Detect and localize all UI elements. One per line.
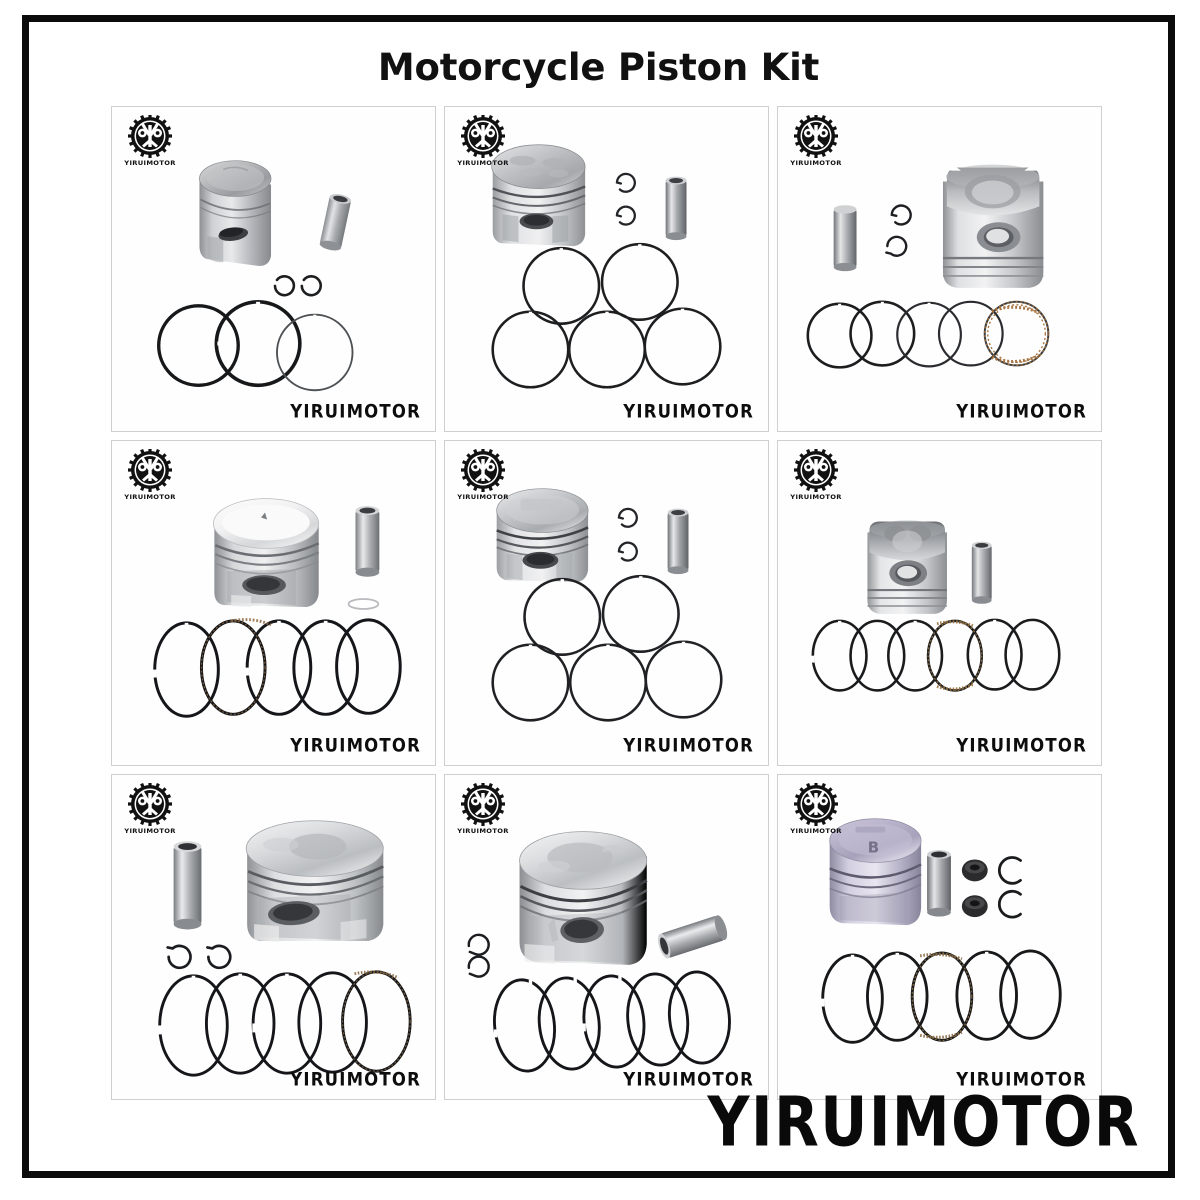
cell-logo-3: YIRUIMOTOR bbox=[788, 115, 852, 177]
cell-logo-6: YIRUIMOTOR bbox=[788, 449, 852, 511]
cell-logo-text-5: YIRUIMOTOR bbox=[457, 493, 509, 501]
product-cell-5[interactable]: YIRUIMOTOR YIRUIMOTOR bbox=[444, 440, 769, 766]
cell-logo-1: YIRUIMOTOR bbox=[122, 115, 186, 177]
cell-watermark-6: YIRUIMOTOR bbox=[956, 734, 1087, 757]
cell-logo-9: YIRUIMOTOR bbox=[788, 783, 852, 845]
cell-logo-8: YIRUIMOTOR bbox=[455, 783, 519, 845]
product-photo-7 bbox=[112, 775, 435, 1099]
yiruimotor-gear-icon bbox=[794, 115, 838, 158]
product-photo-8 bbox=[445, 775, 768, 1099]
product-image-grid: YIRUIMOTOR YIRUIMOTOR bbox=[111, 106, 1106, 1100]
cell-watermark-7: YIRUIMOTOR bbox=[290, 1068, 421, 1091]
cell-logo-5: YIRUIMOTOR bbox=[455, 449, 519, 511]
yiruimotor-gear-icon bbox=[128, 783, 172, 826]
cell-watermark-2: YIRUIMOTOR bbox=[623, 400, 754, 423]
cell-logo-7: YIRUIMOTOR bbox=[122, 783, 186, 845]
piston-kit-illustration-6 bbox=[811, 520, 1061, 692]
product-cell-1[interactable]: YIRUIMOTOR YIRUIMOTOR bbox=[111, 106, 436, 432]
cell-watermark-9: YIRUIMOTOR bbox=[956, 1068, 1087, 1091]
product-cell-6[interactable]: YIRUIMOTOR YIRUIMOTOR bbox=[777, 440, 1102, 766]
cell-logo-4: YIRUIMOTOR bbox=[122, 449, 186, 511]
product-photo-4 bbox=[112, 441, 435, 765]
cell-watermark-4: YIRUIMOTOR bbox=[290, 734, 421, 757]
cell-logo-text-1: YIRUIMOTOR bbox=[124, 159, 176, 167]
product-photo-9: B bbox=[778, 775, 1101, 1099]
catalog-page: Motorcycle Piston Kit bbox=[22, 15, 1175, 1178]
product-cell-2[interactable]: YIRUIMOTOR YIRUIMOTOR bbox=[444, 106, 769, 432]
piston-kit-illustration-1 bbox=[157, 160, 354, 392]
cell-logo-text-4: YIRUIMOTOR bbox=[124, 493, 176, 501]
product-photo-1 bbox=[112, 107, 435, 431]
piston-kit-illustration-7 bbox=[157, 820, 412, 1077]
piston-kit-illustration-3 bbox=[806, 164, 1050, 369]
yiruimotor-gear-icon bbox=[461, 449, 505, 492]
cell-logo-text-9: YIRUIMOTOR bbox=[790, 827, 842, 835]
piston-mark-label: B bbox=[868, 839, 879, 857]
yiruimotor-gear-icon bbox=[461, 783, 505, 826]
cell-watermark-8: YIRUIMOTOR bbox=[623, 1068, 754, 1091]
cell-logo-text-8: YIRUIMOTOR bbox=[457, 827, 509, 835]
cell-logo-text-7: YIRUIMOTOR bbox=[124, 827, 176, 835]
piston-kit-illustration-8 bbox=[467, 831, 731, 1073]
piston-kit-illustration-2 bbox=[491, 144, 722, 389]
yiruimotor-gear-icon bbox=[128, 115, 172, 158]
cell-logo-text-6: YIRUIMOTOR bbox=[790, 493, 842, 501]
cell-watermark-1: YIRUIMOTOR bbox=[290, 400, 421, 423]
yiruimotor-gear-icon bbox=[461, 115, 505, 158]
cell-logo-2: YIRUIMOTOR bbox=[455, 115, 519, 177]
product-cell-9[interactable]: B bbox=[777, 774, 1102, 1100]
product-photo-5 bbox=[445, 441, 768, 765]
piston-kit-illustration-4 bbox=[152, 498, 402, 718]
yiruimotor-gear-icon bbox=[128, 449, 172, 492]
product-photo-6 bbox=[778, 441, 1101, 765]
product-photo-2 bbox=[445, 107, 768, 431]
piston-kit-illustration-9: B bbox=[821, 818, 1062, 1044]
yiruimotor-gear-icon bbox=[794, 783, 838, 826]
page-title: Motorcycle Piston Kit bbox=[377, 46, 820, 89]
product-cell-7[interactable]: YIRUIMOTOR YIRUIMOTOR bbox=[111, 774, 436, 1100]
footer-brand-watermark: YIRUIMOTOR bbox=[707, 1081, 1140, 1163]
piston-kit-illustration-5 bbox=[491, 488, 723, 722]
product-cell-3[interactable]: YIRUIMOTOR YIRUIMOTOR bbox=[777, 106, 1102, 432]
product-photo-3 bbox=[778, 107, 1101, 431]
cell-logo-text-3: YIRUIMOTOR bbox=[790, 159, 842, 167]
cell-logo-text-2: YIRUIMOTOR bbox=[457, 159, 509, 167]
cell-watermark-5: YIRUIMOTOR bbox=[623, 734, 754, 757]
yiruimotor-gear-icon bbox=[794, 449, 838, 492]
product-cell-8[interactable]: YIRUIMOTOR YIRUIMOTOR bbox=[444, 774, 769, 1100]
product-cell-4[interactable]: YIRUIMOTOR YIRUIMOTOR bbox=[111, 440, 436, 766]
cell-watermark-3: YIRUIMOTOR bbox=[956, 400, 1087, 423]
